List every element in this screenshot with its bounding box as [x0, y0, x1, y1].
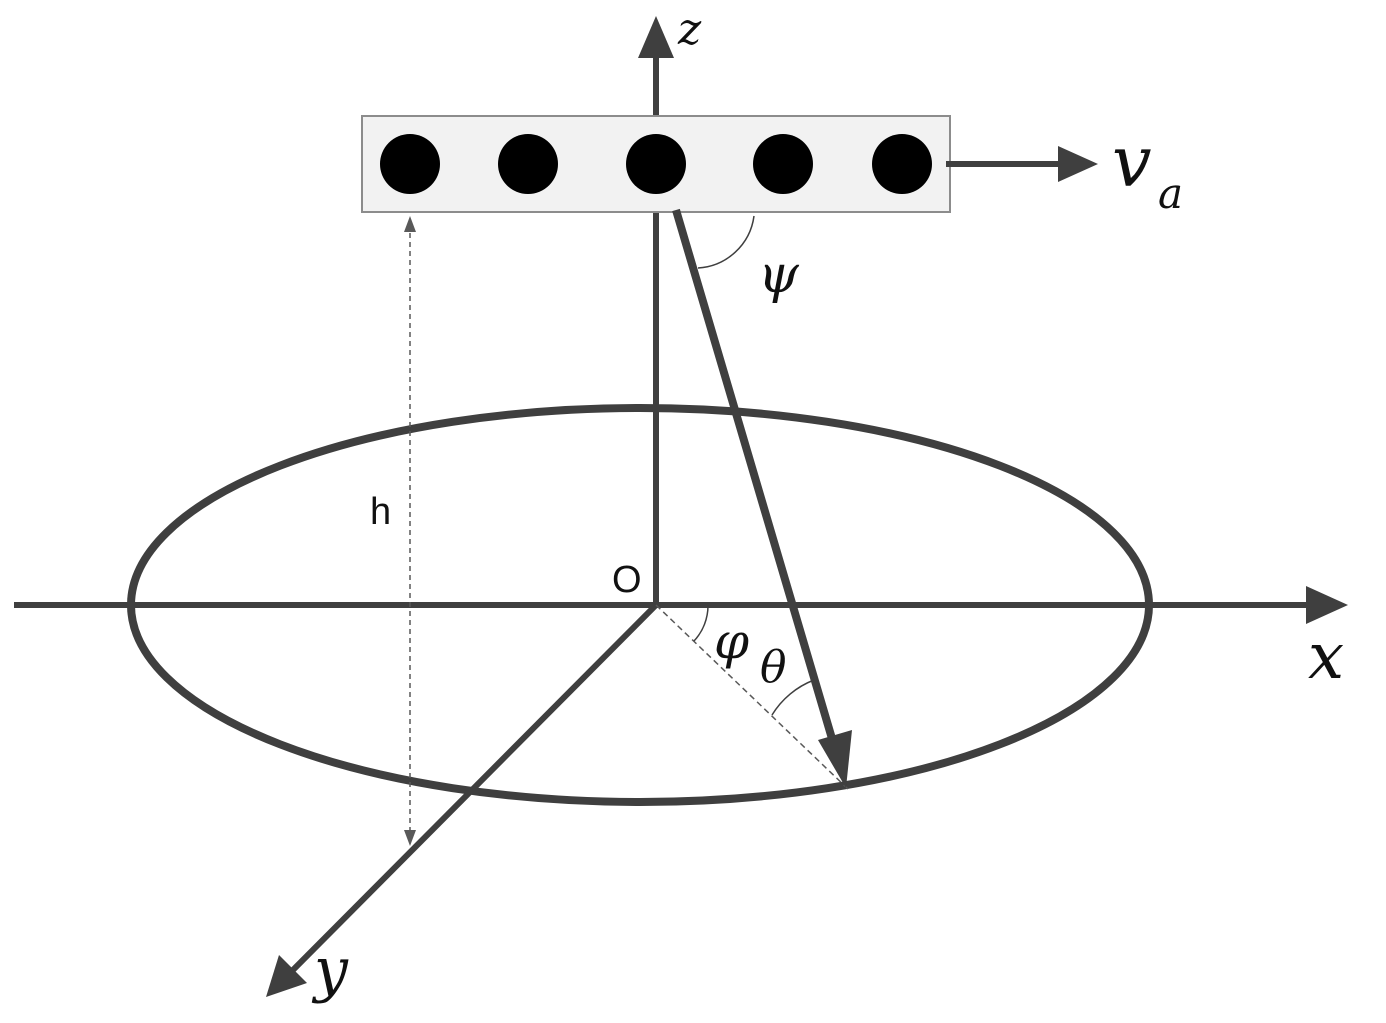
z-axis-arrowhead	[638, 16, 674, 58]
beam-arrowhead	[818, 730, 852, 788]
velocity-label: v	[1112, 121, 1152, 203]
origin-label: O	[612, 559, 642, 601]
projection-dashed-line	[655, 604, 849, 790]
array-element	[872, 134, 932, 194]
array-element	[626, 134, 686, 194]
theta-angle-arc	[771, 679, 815, 716]
x-axis-arrowhead	[1306, 586, 1348, 624]
y-axis-arrowhead	[266, 955, 307, 997]
height-arrowhead-top	[404, 216, 416, 232]
array-elements	[380, 134, 932, 194]
phi-angle-arc	[693, 604, 709, 642]
array-element	[380, 134, 440, 194]
height-arrowhead-bottom	[404, 830, 416, 846]
array-element	[753, 134, 813, 194]
y-axis-line	[285, 602, 659, 978]
theta-label: θ	[760, 642, 787, 693]
y-axis-label: y	[311, 935, 349, 1005]
psi-label: ψ	[758, 245, 800, 305]
x-axis-label: x	[1308, 620, 1344, 694]
z-axis-label: z	[677, 4, 702, 55]
velocity-arrowhead	[1058, 146, 1098, 182]
velocity-subscript: a	[1158, 169, 1183, 218]
height-label: h	[370, 491, 391, 533]
phi-label: φ	[714, 612, 749, 670]
array-element	[498, 134, 558, 194]
beam-arrow-line	[672, 208, 837, 744]
psi-angle-arc	[697, 215, 755, 269]
